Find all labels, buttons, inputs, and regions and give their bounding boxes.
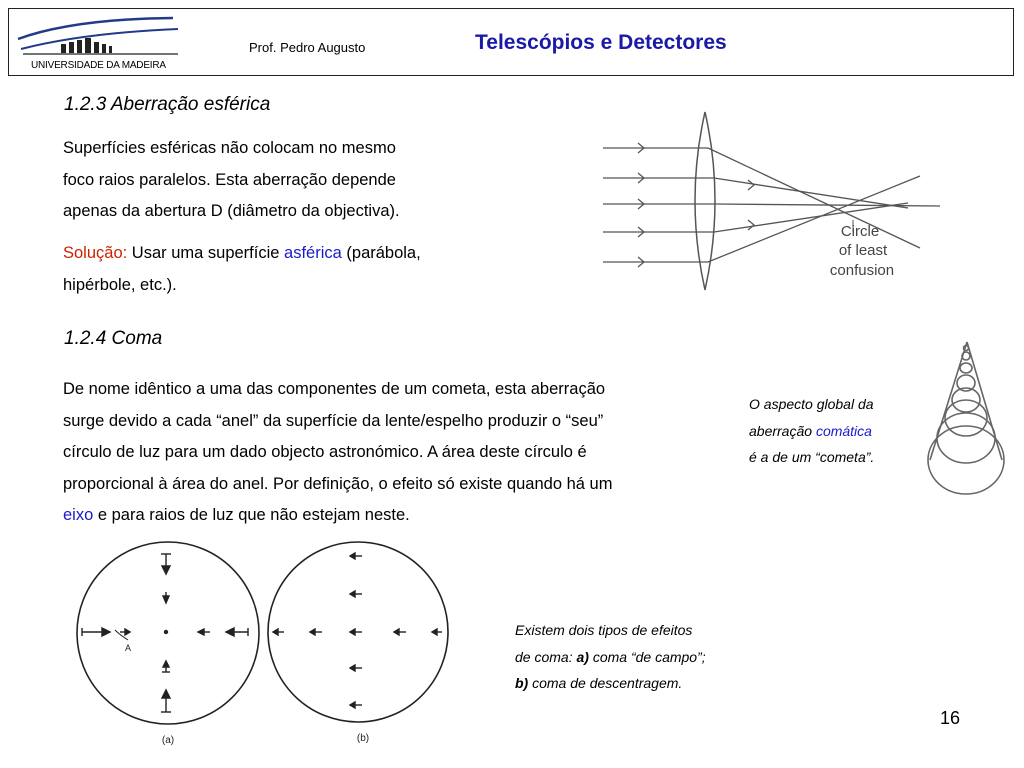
text-line: apenas da abertura D (diâmetro da object… <box>63 202 400 220</box>
least-label: of least <box>839 242 888 259</box>
text-line: aberração comática <box>749 418 874 445</box>
diagram-decentering-coma: (b) <box>267 541 449 744</box>
text-line: eixo e para raios de luz que não estejam… <box>63 500 612 532</box>
text-line: de coma: a) coma “de campo”; <box>515 644 706 671</box>
solution-line: Solução: Usar uma superfície asférica (p… <box>63 238 421 270</box>
text-line: hipérbole, etc.). <box>63 275 177 294</box>
axis-highlight: eixo <box>63 506 94 524</box>
text-line: De nome idêntico a uma das componentes d… <box>63 380 606 398</box>
incoming-rays <box>603 147 715 263</box>
coma-text: De nome idêntico a uma das componentes d… <box>63 374 612 532</box>
text-line: é a de um “cometa”. <box>749 449 875 465</box>
text-span: coma de descentragem. <box>528 675 683 691</box>
university-name: UNIVERSIDADE DA MADEIRA <box>31 60 166 71</box>
text-line: Existem dois tipos de efeitos <box>515 622 693 638</box>
page-number: 16 <box>940 708 961 728</box>
text-span: Usar uma superfície <box>127 244 285 262</box>
comatic-highlight: comática <box>815 422 872 439</box>
university-logo <box>17 16 179 55</box>
diagram-a-label: (a) <box>162 735 174 746</box>
diagram-field-coma: A (a) <box>76 541 260 746</box>
heading-spherical-aberration: 1.2.3 Aberração esférica <box>64 94 271 115</box>
text-line: proporcional à área do anel. Por definiç… <box>63 474 613 493</box>
option-b-label: b) <box>515 675 529 691</box>
text-line: Superfícies esféricas não colocam no mes… <box>63 139 396 157</box>
author-name: Prof. Pedro Augusto <box>249 40 366 55</box>
confusion-label: confusion <box>830 262 894 279</box>
text-line: surge devido a cada “anel” da superfície… <box>63 411 604 430</box>
text-span: (parábola, <box>341 244 421 262</box>
slide-header: UNIVERSIDADE DA MADEIRA Prof. Pedro Augu… <box>8 8 1014 76</box>
point-a-label: A <box>125 643 131 653</box>
comet-figure <box>927 341 1005 495</box>
spherical-aberration-text: Superfícies esféricas não colocam no mes… <box>63 133 400 228</box>
text-span: de coma: <box>515 648 577 665</box>
option-a-label: a) <box>576 648 589 665</box>
heading-coma: 1.2.4 Coma <box>64 328 163 349</box>
text-line: círculo de luz para um dado objecto astr… <box>63 443 587 461</box>
coma-types-figure: A (a) (b) <box>76 541 449 746</box>
circle-label: Circle <box>841 223 879 240</box>
text-line: O aspecto global da <box>749 396 874 412</box>
text-line: foco raios paralelos. Esta aberração dep… <box>63 170 396 189</box>
text-span: e para raios de luz que não estejam nest… <box>93 506 410 524</box>
text-span: aberração <box>749 422 816 439</box>
spherical-aberration-figure: Circle of least confusion <box>603 111 941 291</box>
coma-types-caption: Existem dois tipos de efeitos de coma: a… <box>515 617 706 697</box>
solution-text: Solução: Usar uma superfície asférica (p… <box>63 238 421 301</box>
arrow-heads <box>637 142 756 268</box>
text-span: coma “de campo”; <box>588 648 706 665</box>
comet-caption: O aspecto global da aberração comática é… <box>749 391 874 471</box>
refracted-rays <box>707 147 941 263</box>
slide-title: Telescópios e Detectores <box>475 31 727 54</box>
text-line: b) coma de descentragem. <box>515 670 706 697</box>
solution-label: Solução: <box>63 244 128 262</box>
aspheric-highlight: asférica <box>284 244 342 262</box>
diagram-b-label: (b) <box>357 733 369 744</box>
lens-shape <box>694 111 716 291</box>
